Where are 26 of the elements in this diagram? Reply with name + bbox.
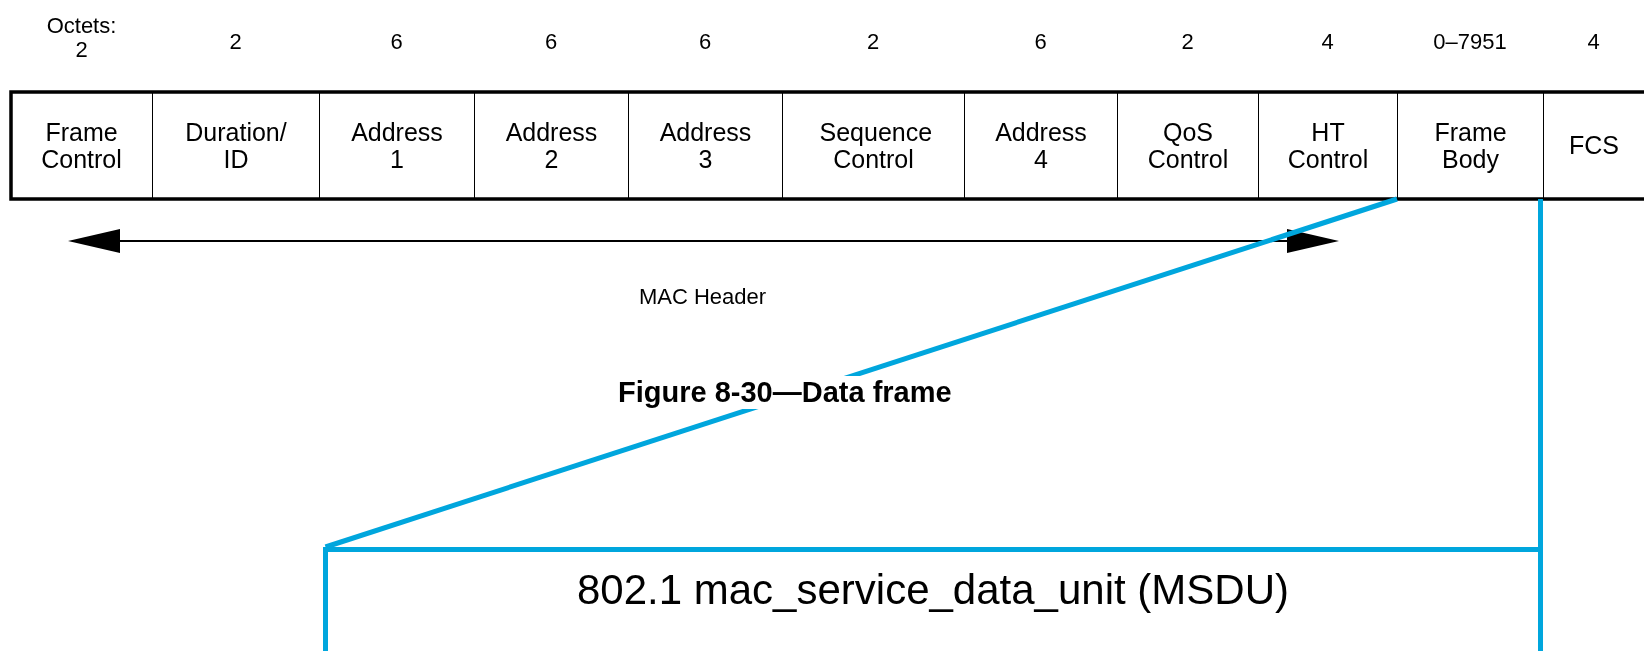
- octet-count: 6: [389, 30, 404, 54]
- field-name: Frame Body: [1433, 118, 1508, 173]
- field-name: HT Control: [1286, 118, 1370, 173]
- octet-count: 6: [1033, 30, 1048, 54]
- octet-count: 6: [543, 30, 559, 54]
- field-name: Address 4: [994, 118, 1088, 173]
- field-name: Duration/ ID: [184, 118, 288, 173]
- figure-caption: Figure 8-30—Data frame: [618, 376, 952, 409]
- field-name: 802.1 mac_service_data_unit (MSDU): [577, 566, 1289, 614]
- dimension-label: MAC Header: [637, 284, 768, 310]
- octet-count: 4: [1320, 30, 1335, 54]
- leader-line: [1538, 199, 1543, 547]
- octet-count: 2: [228, 30, 243, 54]
- field-name: Frame Control: [40, 118, 123, 173]
- field-name: Address 3: [658, 118, 753, 173]
- octet-count: 2: [1180, 30, 1195, 54]
- octet-count: 2: [865, 30, 881, 54]
- octet-count: 4: [1586, 30, 1601, 54]
- octet-count: Octets: 2: [45, 14, 118, 62]
- octet-count: 0–7951: [1433, 30, 1507, 54]
- field-name: Address 1: [350, 118, 444, 173]
- field-name: Address 2: [504, 118, 599, 173]
- field-name: FCS: [1569, 132, 1619, 159]
- field-name: QoS Control: [1146, 118, 1230, 173]
- msdu-box: [323, 547, 1543, 651]
- octet-count: 6: [697, 30, 713, 54]
